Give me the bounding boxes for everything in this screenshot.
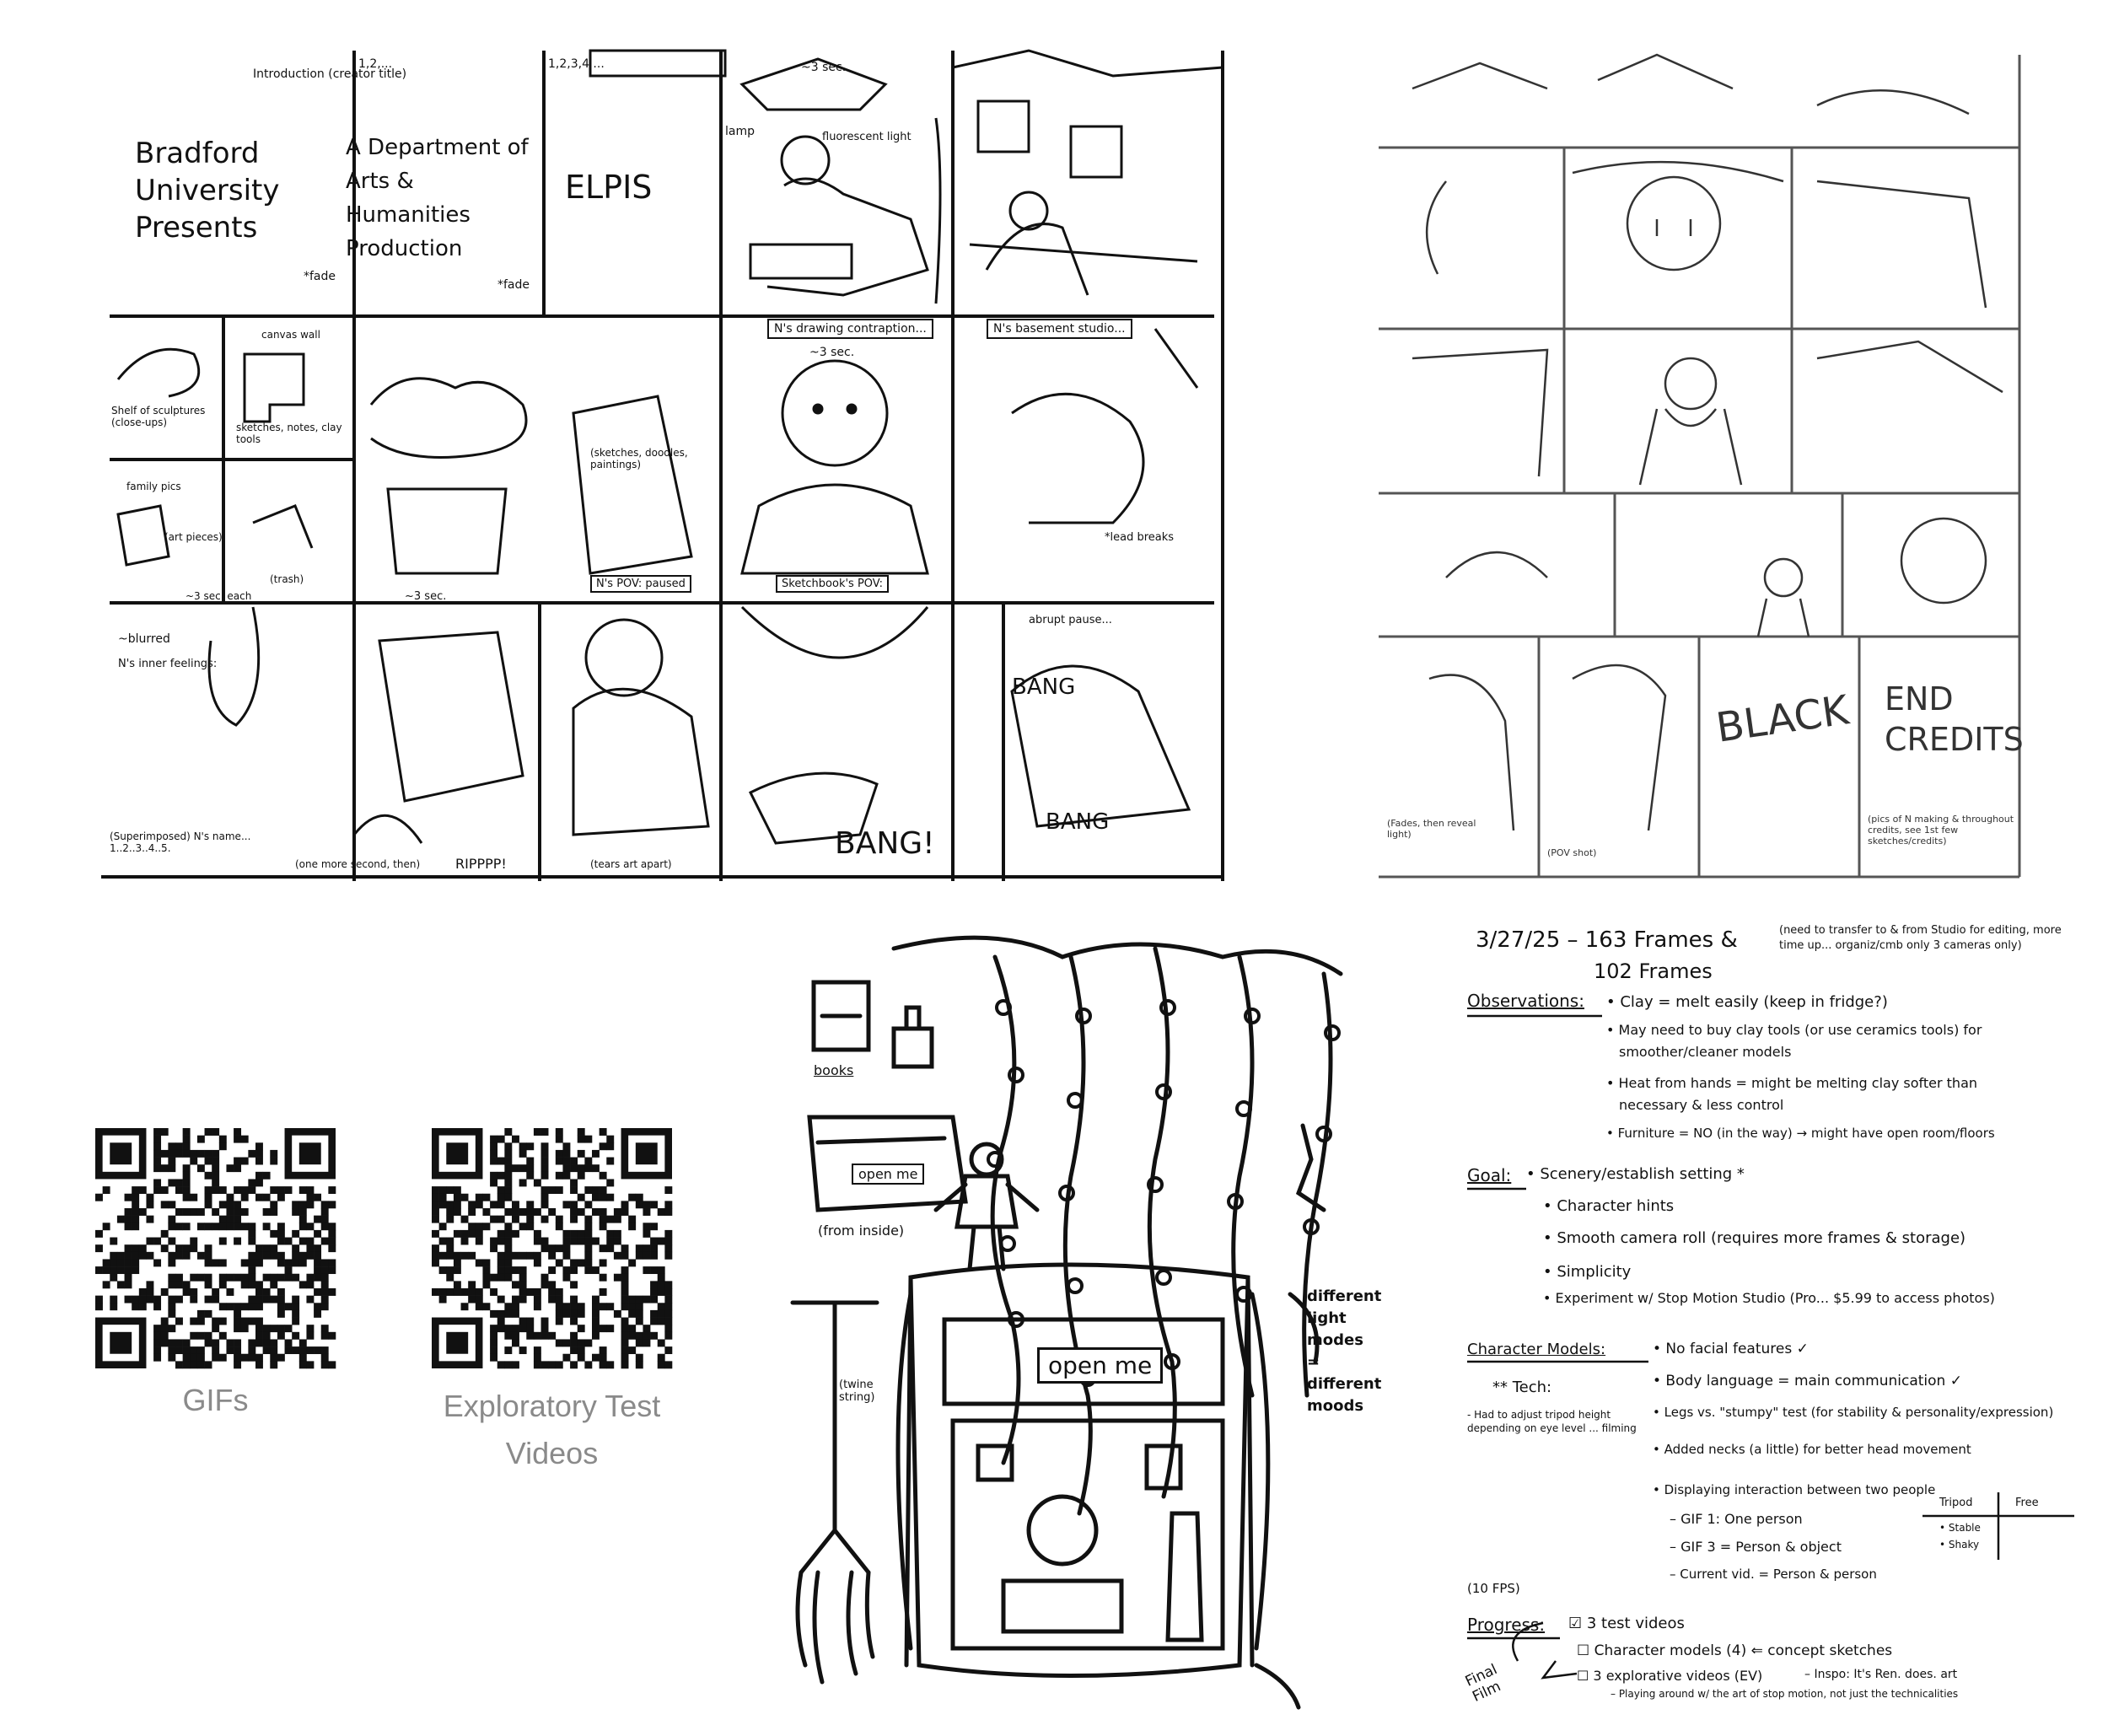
caption-art-pieces: (art pieces) <box>164 531 223 543</box>
caption-sketch-detail: (sketches, doodles, paintings) <box>590 447 688 470</box>
diorama-sketch: open me open me books (from inside) (twi… <box>784 923 1382 1720</box>
notes-model-2: • Body language = main communication ✓ <box>1653 1373 1962 1389</box>
notes-side-note: (need to transfer to & from Studio for e… <box>1779 924 2062 952</box>
notes-progress-heading: Progress: <box>1467 1615 1546 1635</box>
university-title: Bradford University Presents <box>135 137 280 245</box>
caption-inner-feelings: N's inner feelings: <box>118 658 218 670</box>
notes-goal-5: • Experiment w/ Stop Motion Studio (Pro.… <box>1543 1290 1995 1306</box>
qr-matrix <box>432 1128 673 1369</box>
string-label: (twine string) <box>839 1379 875 1404</box>
notes-progress-2: ☐ Character models (4) ⇐ concept sketche… <box>1577 1642 1893 1659</box>
caption-superimposed: (Superimposed) N's name... 1..2..3..4..5… <box>110 830 251 854</box>
notes-frames: 102 Frames <box>1594 959 1713 983</box>
diorama-drawing <box>790 935 1343 1710</box>
caption-each: ~3 sec. each <box>186 590 252 602</box>
notes-goal-4: • Simplicity <box>1543 1263 1632 1281</box>
notes-shaky: • Shaky <box>1939 1539 1980 1551</box>
notes-progress-5: – Playing around w/ the art of stop moti… <box>1611 1688 1959 1700</box>
caption-rip: RIPPPP! <box>455 856 507 872</box>
notes-observations-heading: Observations: <box>1467 991 1584 1011</box>
caption-sketchbooks: sketches, notes, clay tools <box>236 422 342 445</box>
light-note: (Fades, then reveal light) <box>1387 818 1476 840</box>
books-label: books <box>814 1062 854 1078</box>
duration-note: ~3 sec. <box>405 590 447 603</box>
caption-tears: (tears art apart) <box>590 858 672 870</box>
qr-code-test-videos[interactable] <box>432 1128 673 1369</box>
notes-free: Free <box>2015 1497 2039 1509</box>
bang-text: BANG <box>1012 675 1076 700</box>
notes-fps: (10 FPS) <box>1467 1581 1520 1596</box>
notes-tech-1: - Had to adjust tripod height depending … <box>1467 1409 1637 1434</box>
caption-abrupt: abrupt pause... <box>1029 614 1112 626</box>
notes-tech-4: – GIF 3 = Person & object <box>1670 1539 1842 1555</box>
caption-family: family pics <box>126 481 181 492</box>
light-modes-label: different light modes = different moods <box>1307 1287 1382 1415</box>
duration-note: ~3 sec. <box>801 61 847 74</box>
caption-fluorescent: fluorescent light <box>822 131 911 143</box>
intro-note: Introduction (creator title) <box>253 67 407 81</box>
caption-lead: *lead breaks <box>1105 531 1175 544</box>
notes-goal-heading: Goal: <box>1467 1165 1512 1185</box>
notes-decorations <box>1467 1014 2074 1680</box>
caption-lamp: lamp <box>725 125 755 138</box>
storyboard-grid-secondary <box>1379 53 2021 879</box>
notes-model-3: • Legs vs. "stumpy" test (for stability … <box>1653 1405 2054 1420</box>
notes-model-1: • No facial features ✓ <box>1653 1341 1809 1357</box>
bang-text: BANG <box>1046 809 1110 835</box>
caption-canvas: canvas wall <box>261 329 320 341</box>
notes-tech-5: – Current vid. = Person & person <box>1670 1567 1877 1582</box>
notes-tripod: Tripod <box>1939 1497 1973 1509</box>
notes-date: 3/27/25 – 163 Frames & <box>1476 927 1738 953</box>
handwritten-notes: 3/27/25 – 163 Frames & 102 Frames (need … <box>1463 919 2091 1706</box>
department-title: A Department of Arts & Humanities Produc… <box>346 135 529 261</box>
count-label: 1,2,... <box>358 57 393 71</box>
caption-blurred: ~blurred <box>118 632 170 646</box>
qr-caption-gifs: GIFs <box>182 1383 249 1417</box>
storyboard-sheet-main: Introduction (creator title) 1,2,... 1,2… <box>101 49 1224 885</box>
count-label: 1,2,3,4 ... <box>548 57 605 71</box>
caption-studio: N's basement studio... <box>987 319 1132 339</box>
caption-trash: (trash) <box>270 573 304 585</box>
crate-label: open me <box>852 1164 925 1185</box>
qr-caption-test-videos: Exploratory Test Videos <box>443 1389 661 1470</box>
notes-goal-2: • Character hints <box>1543 1197 1675 1215</box>
notes-tech-2: • Displaying interaction between two peo… <box>1653 1482 1936 1497</box>
notes-models-heading: Character Models: <box>1467 1341 1606 1358</box>
notes-stable: • Stable <box>1939 1522 1981 1534</box>
notes-obs-3b: necessary & less control <box>1619 1097 1784 1113</box>
caption-shelf: Shelf of sculptures (close-ups) <box>111 405 206 428</box>
notes-obs-3: • Heat from hands = might be melting cla… <box>1606 1075 1978 1091</box>
caption-pov: N's POV: paused <box>590 575 691 593</box>
notes-goal-1: • Scenery/establish setting * <box>1526 1165 1745 1183</box>
storyboard-grid-main <box>101 49 1224 881</box>
notes-goal-3: • Smooth camera roll (requires more fram… <box>1543 1229 1966 1247</box>
caption-drawing: N's drawing contraption... <box>767 319 933 339</box>
notes-progress-4: – Inspo: It's Ren. does. art <box>1804 1668 1958 1681</box>
qr-code-gifs[interactable] <box>95 1128 336 1369</box>
pov-note: (POV shot) <box>1547 847 1597 858</box>
end-credits-text: END CREDITS <box>1885 680 2024 758</box>
film-title: ELPIS <box>565 169 653 206</box>
credits-note: (pics of N making & throughout credits, … <box>1868 814 2014 847</box>
fade-note: *fade <box>497 278 530 292</box>
from-inside-label: (from inside) <box>818 1223 905 1239</box>
qr-matrix <box>95 1128 336 1369</box>
notes-tech-heading: ** Tech: <box>1492 1379 1552 1396</box>
notes-obs-2b: smoother/cleaner models <box>1619 1044 1792 1060</box>
bang-text-big: BANG! <box>835 826 935 861</box>
caption-sketchbook-pov: Sketchbook's POV: <box>776 575 890 593</box>
notes-model-4: • Added necks (a little) for better head… <box>1653 1442 1971 1457</box>
notes-progress-3: ☐ 3 explorative videos (EV) <box>1577 1668 1763 1684</box>
notes-obs-1: • Clay = melt easily (keep in fridge?) <box>1606 993 1888 1011</box>
storyboard-sheet-secondary: BLACK END CREDITS (pics of N making & th… <box>1379 53 2024 881</box>
notes-obs-2: • May need to buy clay tools (or use cer… <box>1606 1022 1982 1038</box>
fade-note: *fade <box>304 270 336 283</box>
notes-progress-1: ☑ 3 test videos <box>1568 1615 1685 1632</box>
notes-tech-3: – GIF 1: One person <box>1670 1511 1803 1527</box>
duration-note: ~3 sec. <box>809 346 855 359</box>
caption-one-more: (one more second, then) <box>295 858 421 870</box>
notes-obs-4: • Furniture = NO (in the way) → might ha… <box>1606 1126 1995 1141</box>
sign-open-me: open me <box>1037 1347 1164 1384</box>
